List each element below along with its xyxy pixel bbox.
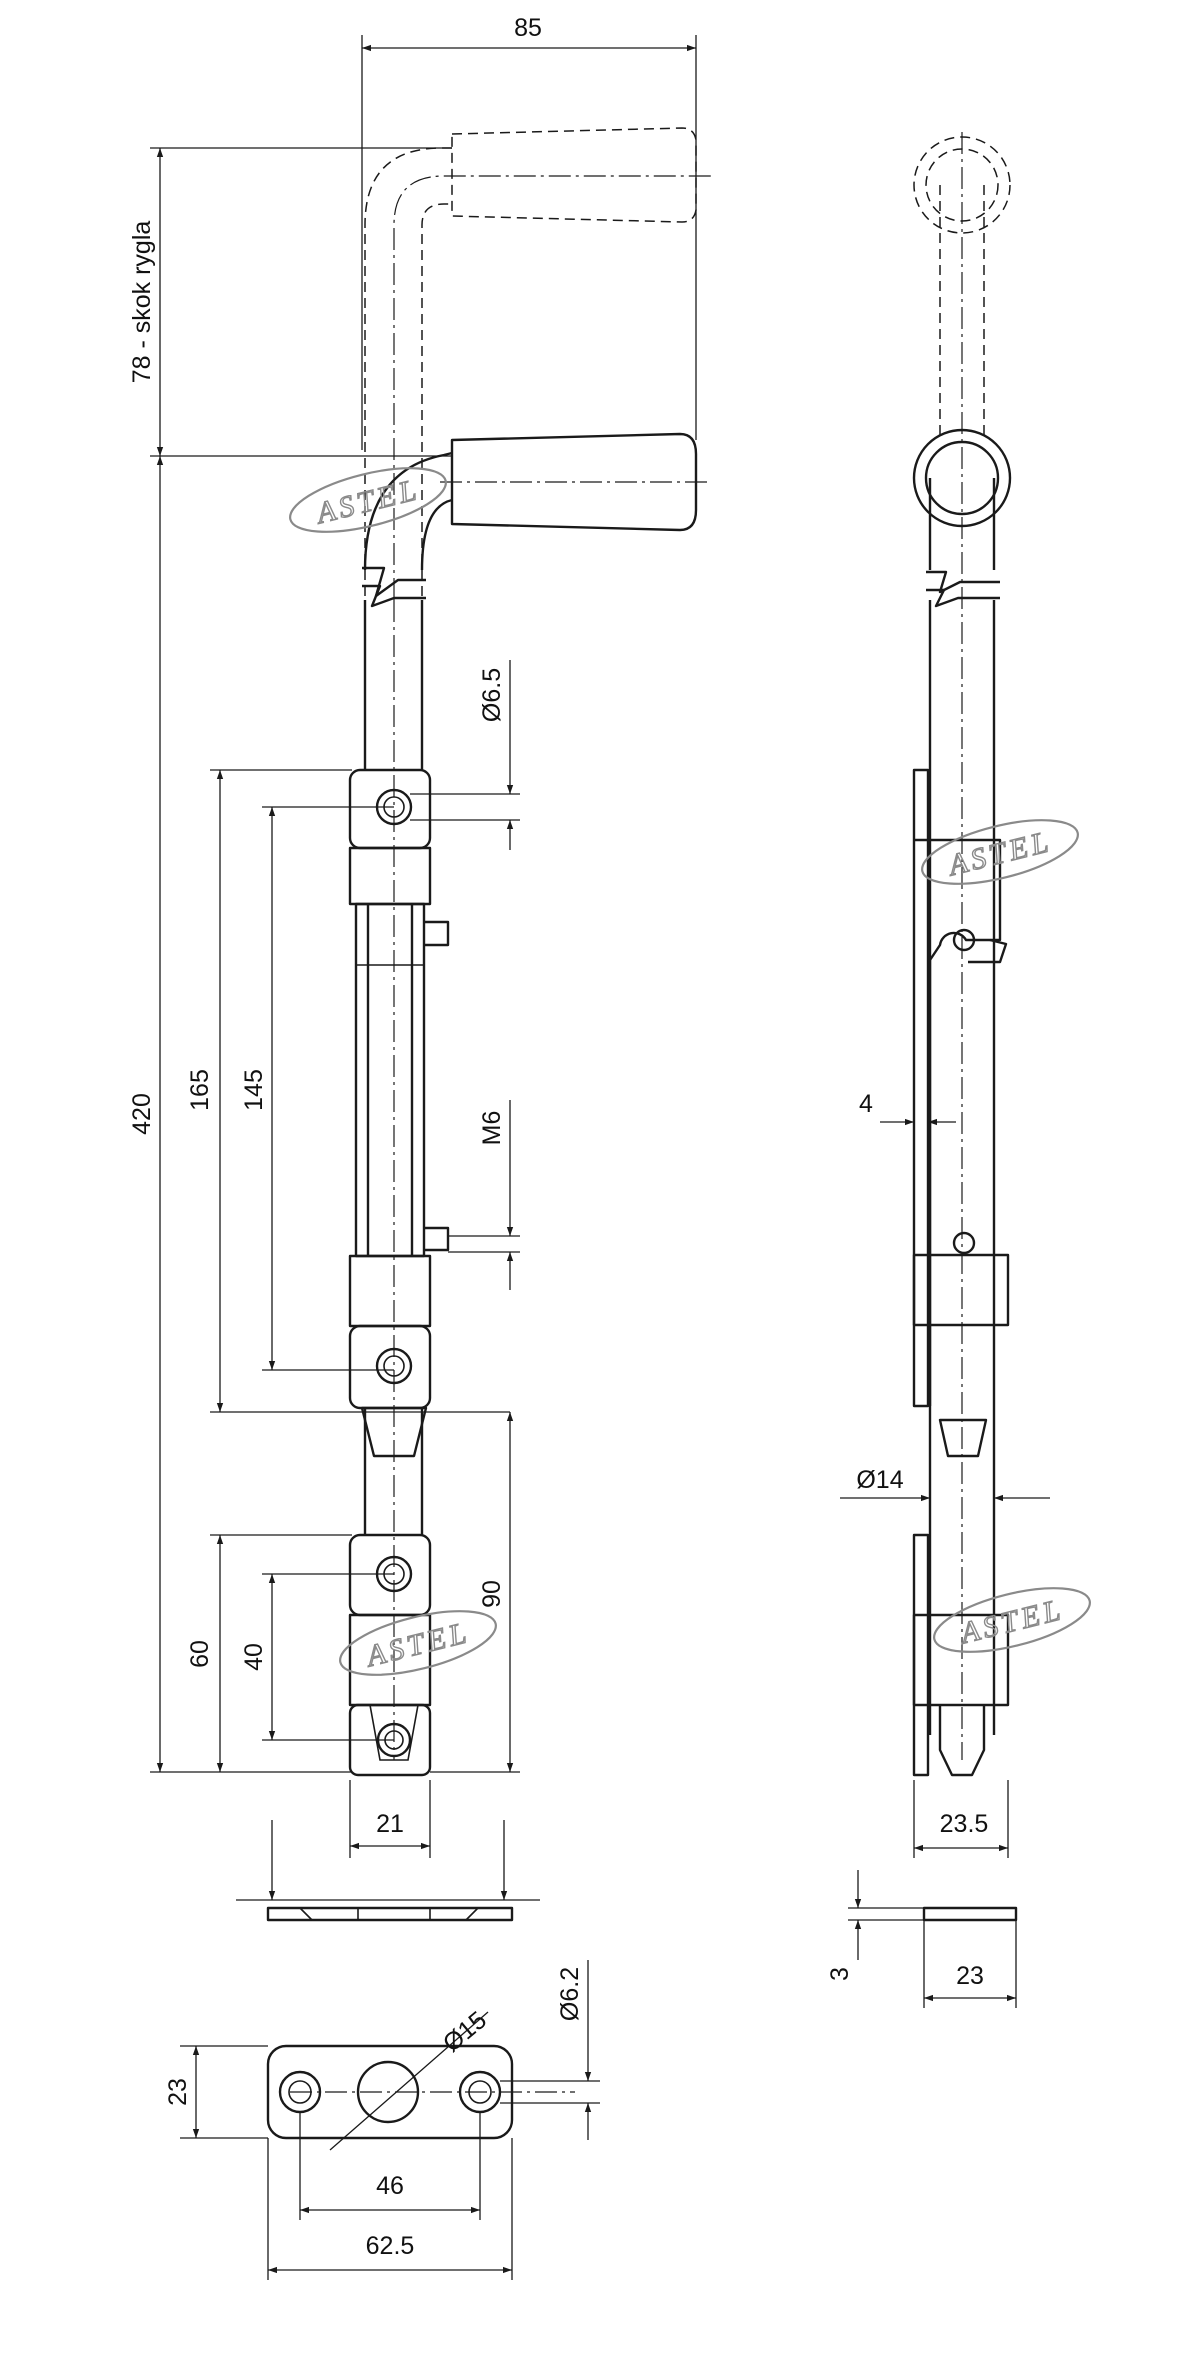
dim-hole-spacing: 145: [240, 1069, 268, 1111]
svg-text:ASTEL: ASTEL: [955, 1593, 1067, 1651]
watermark-logo-3: ASTEL: [339, 1610, 497, 1676]
dim-guide-length: 60: [186, 1640, 214, 1668]
handle-lower-position: [363, 432, 712, 571]
dimensions: 85 78 - skok rygla 420 165 145 Ø6.5 M6: [128, 14, 1050, 2280]
dim-lower-length: 90: [478, 1580, 506, 1608]
dim-plate-side-width: 23: [956, 1962, 984, 1990]
svg-text:ASTEL: ASTEL: [361, 1616, 473, 1674]
dim-thread: M6: [478, 1111, 506, 1146]
dim-socket-hole: Ø15: [438, 2006, 492, 2058]
dim-handle-width: 85: [514, 14, 542, 42]
bolt-rod: [363, 600, 424, 1760]
dim-hole-diameter: Ø6.5: [478, 668, 506, 722]
dim-rod-diameter: Ø14: [856, 1466, 903, 1494]
dim-plate-hole-spacing: 46: [376, 2172, 404, 2200]
watermarks: ASTEL ASTEL ASTEL ASTEL: [289, 467, 1091, 1676]
dim-plate-height: 23: [164, 2078, 192, 2106]
svg-text:ASTEL: ASTEL: [311, 473, 423, 531]
dim-plate-offset: 4: [859, 1090, 873, 1118]
side-view: [912, 132, 1018, 1922]
watermark-logo-4: ASTEL: [933, 1587, 1091, 1653]
dim-body-length: 165: [186, 1069, 214, 1111]
side-strike-plate: [922, 1906, 1018, 1922]
dim-guide-hole-spacing: 40: [240, 1643, 268, 1671]
dim-plate-thickness: 3: [826, 1967, 854, 1981]
upper-bracket: [348, 768, 450, 1458]
front-view: [266, 127, 712, 2140]
dim-overall-length: 420: [128, 1093, 156, 1135]
dim-side-width: 23.5: [940, 1810, 989, 1838]
strike-plate-side: [266, 1906, 514, 1922]
dim-bolt-stroke: 78 - skok rygla: [128, 221, 156, 384]
break-symbol: [362, 566, 426, 608]
side-body: [912, 600, 1010, 1777]
dim-body-width: 21: [376, 1810, 404, 1838]
dim-plate-hole: Ø6.2: [556, 1967, 584, 2021]
dim-plate-length: 62.5: [366, 2232, 415, 2260]
side-handle: [912, 132, 1012, 1760]
strike-plate-top: [266, 2044, 575, 2140]
